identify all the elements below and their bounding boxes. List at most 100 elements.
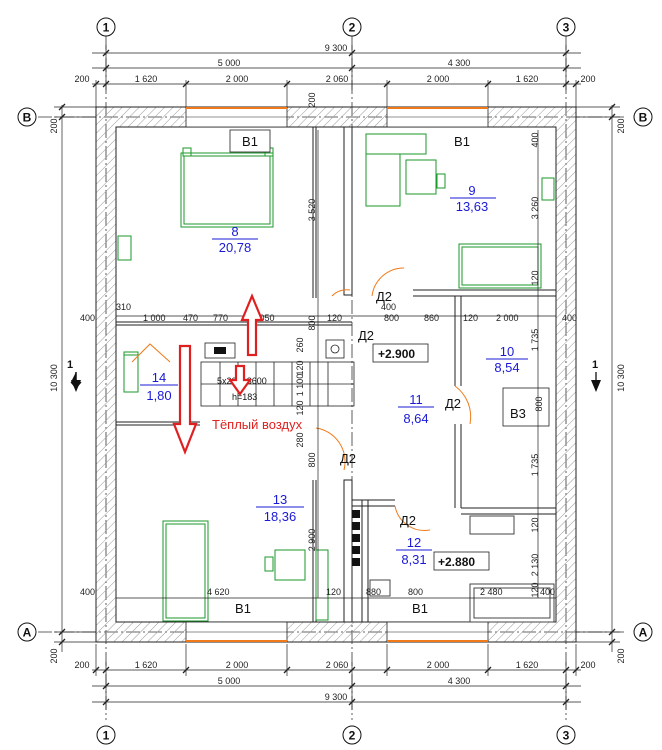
- svg-text:400: 400: [562, 313, 577, 323]
- svg-text:А: А: [639, 626, 648, 640]
- svg-text:9 300: 9 300: [325, 692, 348, 702]
- svg-text:1: 1: [67, 359, 73, 371]
- svg-text:4 300: 4 300: [448, 58, 471, 68]
- svg-text:8,31: 8,31: [401, 552, 426, 567]
- dimension-sides-text: 10 300 10 300 200 200 200 200: [49, 118, 626, 663]
- window-label: В1: [242, 134, 258, 149]
- svg-text:470: 470: [183, 313, 198, 323]
- svg-text:280: 280: [295, 432, 305, 447]
- svg-text:10 300: 10 300: [616, 364, 626, 392]
- door-label: Д2: [445, 396, 461, 411]
- svg-text:1 000: 1 000: [143, 313, 166, 323]
- svg-text:В3: В3: [510, 406, 526, 421]
- svg-text:3: 3: [563, 729, 570, 743]
- svg-text:120: 120: [295, 360, 305, 375]
- svg-text:800: 800: [408, 587, 423, 597]
- room-labels: 8 20,78 9 13,63 10 8,54 11 8,64 12 8,31 …: [140, 183, 528, 567]
- svg-text:20,78: 20,78: [219, 240, 252, 255]
- svg-text:8,64: 8,64: [403, 411, 428, 426]
- svg-text:400: 400: [530, 132, 540, 147]
- door-label: Д2: [376, 289, 392, 304]
- svg-text:2 900: 2 900: [307, 529, 317, 552]
- svg-text:800: 800: [534, 396, 544, 411]
- svg-text:200: 200: [49, 648, 59, 663]
- svg-text:400: 400: [540, 587, 555, 597]
- axis-bubble-top-3: 3: [556, 17, 576, 37]
- window-label: В1: [454, 134, 470, 149]
- svg-text:В: В: [23, 111, 32, 125]
- svg-text:400: 400: [80, 587, 95, 597]
- svg-text:200: 200: [580, 660, 595, 670]
- svg-text:18,36: 18,36: [264, 509, 297, 524]
- svg-text:11: 11: [409, 392, 423, 407]
- door-labels: Д2 Д2 Д2 Д2 Д2: [340, 289, 461, 528]
- svg-text:12: 12: [407, 535, 421, 550]
- door-label: Д2: [340, 451, 356, 466]
- room-10: 10 8,54: [486, 344, 528, 375]
- svg-text:2 000: 2 000: [226, 660, 249, 670]
- svg-text:1: 1: [103, 21, 110, 35]
- svg-text:400: 400: [381, 302, 396, 312]
- stair-height: h=183: [232, 392, 257, 402]
- svg-text:2 000: 2 000: [226, 74, 249, 84]
- window-openings: [185, 106, 489, 643]
- svg-text:1 735: 1 735: [530, 454, 540, 477]
- room-9: 9 13,63: [450, 183, 496, 214]
- svg-text:120: 120: [327, 313, 342, 323]
- svg-text:2: 2: [349, 21, 356, 35]
- axis-bubble-right-A: А: [633, 622, 653, 642]
- svg-text:В: В: [639, 111, 648, 125]
- svg-text:+2.900: +2.900: [378, 347, 415, 361]
- svg-text:9 300: 9 300: [325, 43, 348, 53]
- svg-text:200: 200: [49, 118, 59, 133]
- svg-text:8: 8: [231, 224, 238, 239]
- svg-text:1 620: 1 620: [516, 660, 539, 670]
- svg-text:1: 1: [103, 729, 110, 743]
- svg-text:4 620: 4 620: [207, 587, 230, 597]
- axis-bubble-left-V: В: [17, 107, 37, 127]
- svg-text:200: 200: [307, 92, 317, 107]
- room-8: 8 20,78: [212, 224, 258, 255]
- svg-text:2 060: 2 060: [326, 660, 349, 670]
- vent-label: В3: [502, 387, 550, 427]
- axis-bubbles: 1 2 3 1 2 3 В В А А: [17, 17, 653, 745]
- svg-text:5 000: 5 000: [218, 58, 241, 68]
- svg-text:800: 800: [384, 313, 399, 323]
- furniture: [117, 133, 555, 623]
- svg-text:800: 800: [307, 315, 317, 330]
- axis-bubble-left-A: А: [17, 622, 37, 642]
- svg-text:2 060: 2 060: [326, 74, 349, 84]
- svg-text:200: 200: [616, 118, 626, 133]
- svg-text:4 300: 4 300: [448, 676, 471, 686]
- vent-shafts: [352, 510, 360, 566]
- door-swings: [131, 267, 472, 531]
- svg-text:120: 120: [295, 400, 305, 415]
- svg-text:+2.880: +2.880: [438, 555, 475, 569]
- svg-text:310: 310: [116, 302, 131, 312]
- svg-text:1,80: 1,80: [146, 388, 171, 403]
- elevation-marks: +2.900 +2.880: [372, 343, 490, 571]
- axis-bubble-bottom-2: 2: [342, 725, 362, 745]
- svg-text:2 130: 2 130: [530, 554, 540, 577]
- svg-text:2 480: 2 480: [480, 587, 503, 597]
- svg-text:1 620: 1 620: [135, 660, 158, 670]
- svg-text:3 260: 3 260: [530, 197, 540, 220]
- svg-text:13,63: 13,63: [456, 199, 489, 214]
- axis-bubble-top-2: 2: [342, 17, 362, 37]
- svg-text:120: 120: [530, 517, 540, 532]
- axis-bubble-bottom-1: 1: [96, 725, 116, 745]
- svg-text:10: 10: [500, 344, 514, 359]
- svg-text:200: 200: [74, 74, 89, 84]
- svg-text:800: 800: [307, 452, 317, 467]
- room-11: 11 8,64: [398, 392, 434, 426]
- svg-text:200: 200: [616, 648, 626, 663]
- svg-text:1 050: 1 050: [252, 313, 275, 323]
- room-13: 13 18,36: [256, 492, 304, 524]
- dimension-top: [92, 45, 581, 108]
- svg-text:2: 2: [349, 729, 356, 743]
- airflow-arrows: [172, 293, 264, 456]
- dimension-bottom: [92, 644, 581, 710]
- staircase: [200, 339, 355, 407]
- door-label: Д2: [400, 513, 416, 528]
- svg-text:1 620: 1 620: [516, 74, 539, 84]
